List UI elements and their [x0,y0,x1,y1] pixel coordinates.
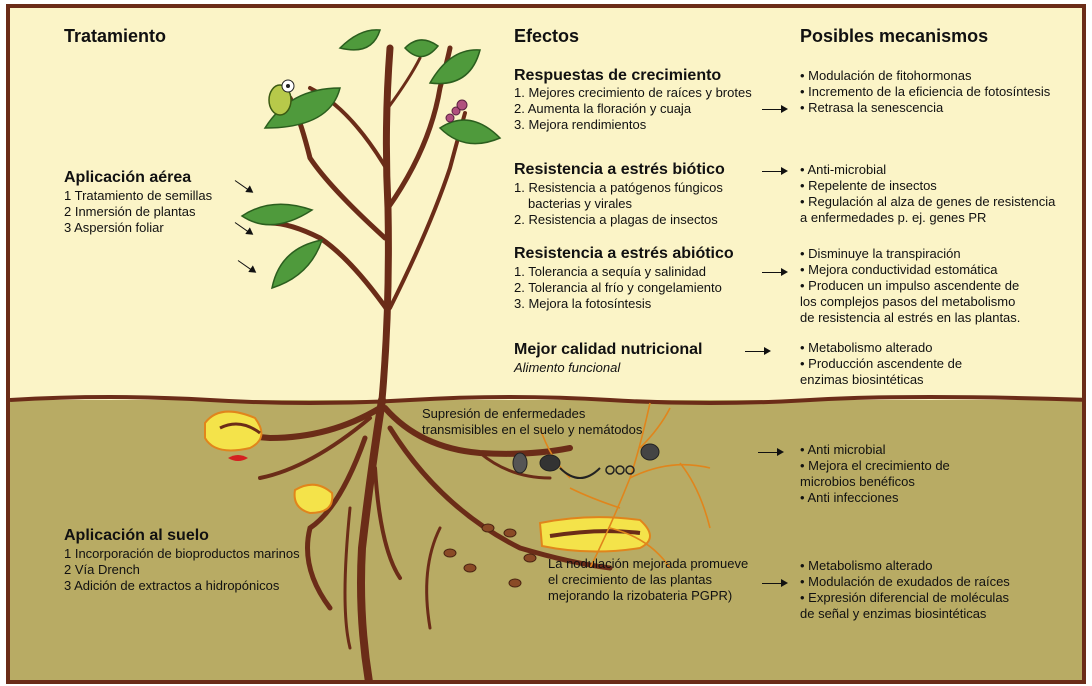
effect-nodulation: La nodulación mejorada promueve [548,556,748,572]
aerial-item: 2 Inmersión de plantas [64,204,196,220]
header-treatment: Tratamiento [64,26,166,48]
effect-biotic-item: 1. Resistencia a patógenos fúngicos [514,180,723,196]
arrow-nodulation [762,583,786,584]
mech-biotic: • Regulación al alza de genes de resiste… [800,194,1055,210]
nematode-icons [513,444,659,478]
mech-soil-disease: • Anti microbial [800,442,885,458]
mech-abiotic: de resistencia al estrés en las plantas. [800,310,1020,326]
aerial-title: Aplicación aérea [64,168,191,187]
effect-soil-disease: Supresión de enfermedades [422,406,585,422]
effect-nodulation: mejorando la rizobateria PGPR) [548,588,732,604]
mech-nodulation: • Expresión diferencial de moléculas [800,590,1009,606]
mech-nutrition: enzimas biosintéticas [800,372,924,388]
mech-biotic: • Repelente de insectos [800,178,937,194]
effect-growth-item: 3. Mejora rendimientos [514,117,646,133]
effect-biotic-item: bacterias y virales [528,196,632,212]
mech-growth: • Modulación de fitohormonas [800,68,971,84]
soil-title: Aplicación al suelo [64,526,209,545]
effect-abiotic-item: 1. Tolerancia a sequía y salinidad [514,264,706,280]
effect-growth-item: 2. Aumenta la floración y cuaja [514,101,691,117]
effect-nutrition-subtitle: Alimento funcional [514,360,620,376]
mech-biotic: • Anti-microbial [800,162,886,178]
header-mechanisms: Posibles mecanismos [800,26,988,48]
soil-item: 3 Adición de extractos a hidropónicos [64,578,279,594]
effect-nutrition-title: Mejor calidad nutricional [514,340,702,359]
effect-soil-disease: transmisibles en el suelo y nemátodos [422,422,642,438]
mech-soil-disease: microbios benéficos [800,474,915,490]
mech-soil-disease: • Anti infecciones [800,490,899,506]
mech-abiotic: • Producen un impulso ascendente de [800,278,1019,294]
mech-nodulation: • Modulación de exudados de raíces [800,574,1010,590]
soil-item: 2 Vía Drench [64,562,140,578]
effect-abiotic-item: 2. Tolerancia al frío y congelamiento [514,280,722,296]
mech-abiotic: • Disminuye la transpiración [800,246,961,262]
header-effects: Efectos [514,26,579,48]
effect-biotic-item: 2. Resistencia a plagas de insectos [514,212,718,228]
effect-abiotic-title: Resistencia a estrés abiótico [514,244,734,263]
mech-abiotic: • Mejora conductividad estomática [800,262,997,278]
red-lesion-icon [228,455,248,461]
effect-abiotic-item: 3. Mejora la fotosíntesis [514,296,651,312]
mech-nutrition: • Metabolismo alterado [800,340,932,356]
effect-nodulation: el crecimiento de las plantas [548,572,712,588]
mech-growth: • Incremento de la eficiencia de fotosín… [800,84,1050,100]
soil-item: 1 Incorporación de bioproductos marinos [64,546,300,562]
leaves [242,30,500,288]
effect-growth-title: Respuestas de crecimiento [514,66,721,85]
mech-growth: • Retrasa la senescencia [800,100,943,116]
arrow-growth [762,109,786,110]
mech-abiotic: los complejos pasos del metabolismo [800,294,1015,310]
effect-biotic-title: Resistencia a estrés biótico [514,160,725,179]
mech-nutrition: • Producción ascendente de [800,356,962,372]
arrow-biotic [762,171,786,172]
arrow-abiotic [762,272,786,273]
arrow-nutrition [745,351,769,352]
mech-soil-disease: • Mejora el crecimiento de [800,458,950,474]
mech-biotic: a enfermedades p. ej. genes PR [800,210,986,226]
ground-line [10,397,1086,403]
arrow-soil-disease [758,452,782,453]
effect-growth-item: 1. Mejores crecimiento de raíces y brote… [514,85,752,101]
aerial-item: 3 Aspersión foliar [64,220,164,236]
aerial-item: 1 Tratamiento de semillas [64,188,212,204]
mech-nodulation: de señal y enzimas biosintéticas [800,606,986,622]
mech-nodulation: • Metabolismo alterado [800,558,932,574]
diagram-frame: Tratamiento Efectos Posibles mecanismos … [6,4,1086,684]
